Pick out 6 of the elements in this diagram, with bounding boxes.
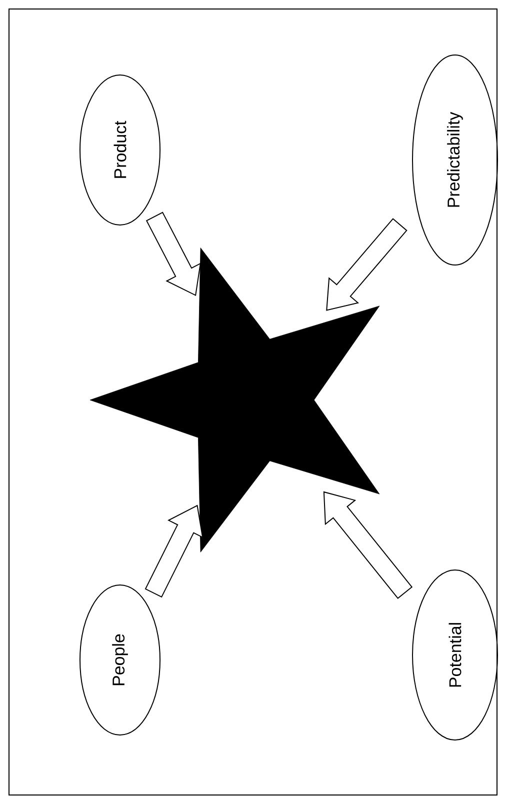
oval: Product [80,74,160,226]
oval: People [80,584,160,736]
star [90,248,380,552]
oval: Potential [412,570,498,740]
oval: Predictability [412,54,498,266]
block-arrow [326,218,408,311]
